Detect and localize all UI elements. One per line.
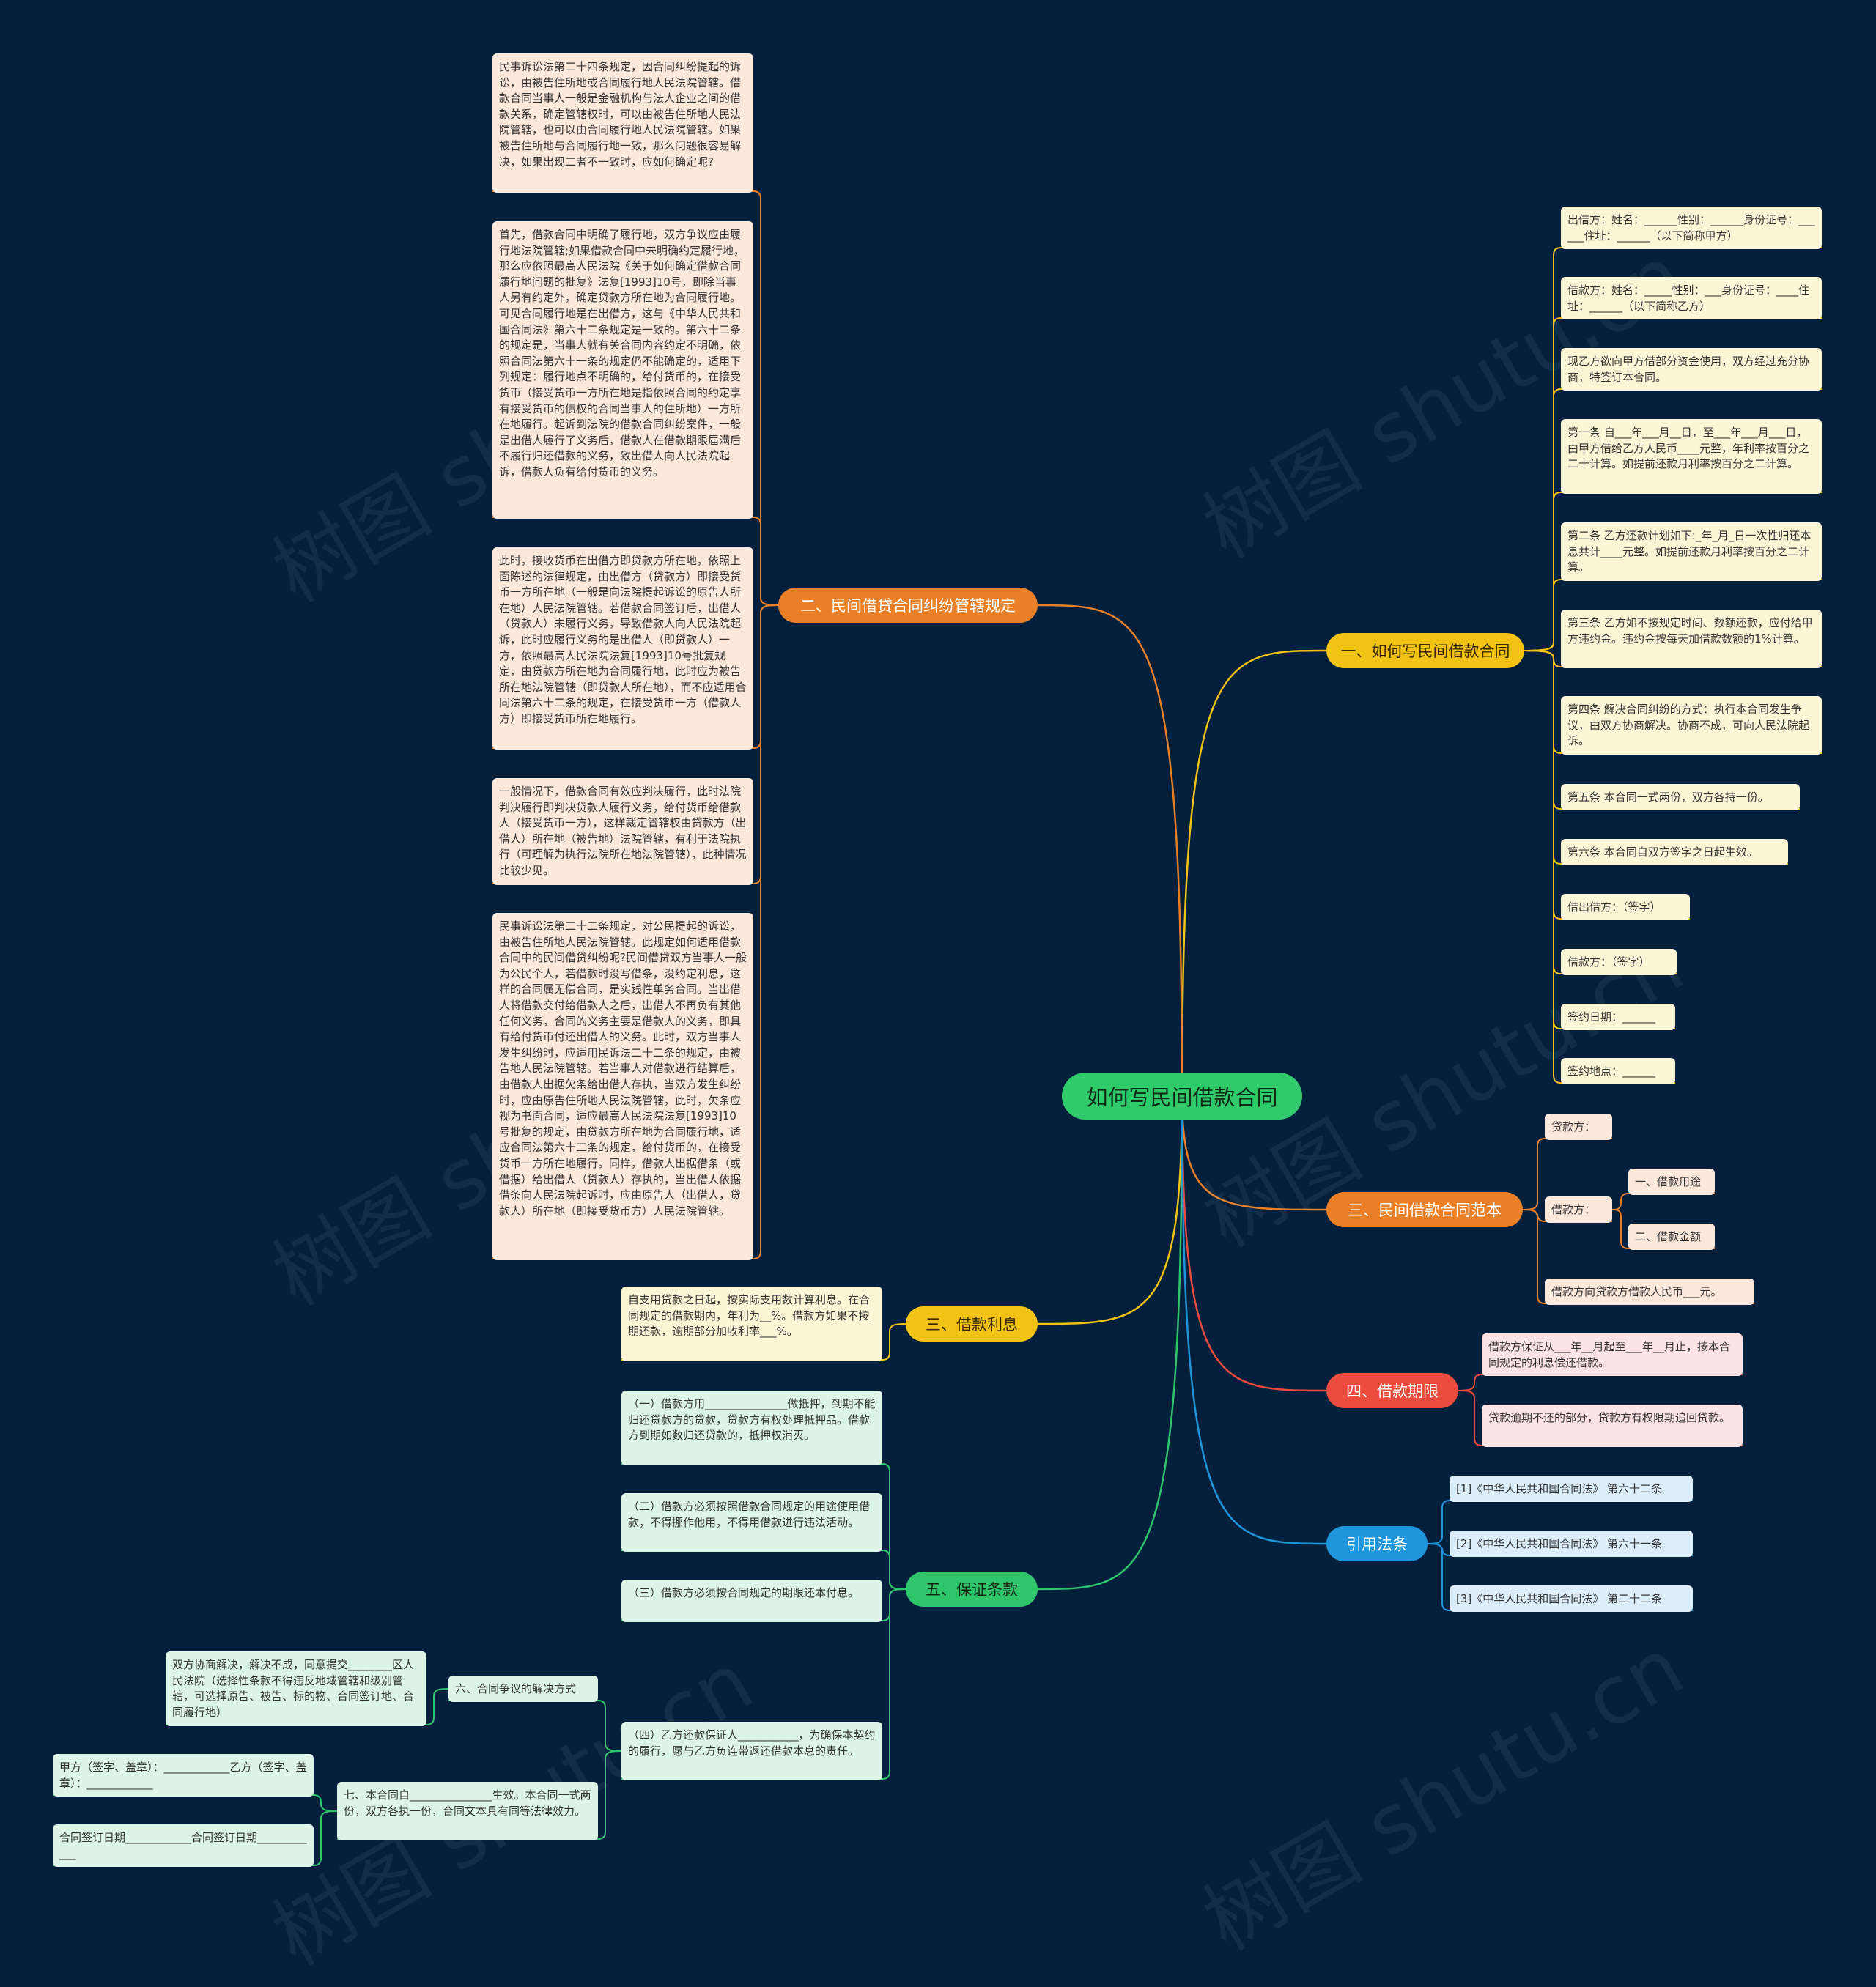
connector-line — [882, 1550, 906, 1590]
branch-contract-template[interactable]: 三、民间借款合同范本 — [1326, 1192, 1523, 1227]
connector-line — [1458, 1390, 1482, 1446]
branch-loan-term[interactable]: 四、借款期限 — [1326, 1373, 1458, 1408]
leaf-b7-1: [2]《中华人民共和国合同法》 第六十一条 — [1450, 1531, 1693, 1557]
leaf-b6-sub7-1: 合同签订日期____________合同签订日期____________ — [53, 1824, 314, 1867]
connector-line — [1181, 1095, 1327, 1545]
connector-line — [753, 517, 779, 606]
leaf-b2-1: 首先，借款合同中明确了履行地，双方争议应由履行地法院管辖;如果借款合同中未明确约… — [492, 221, 753, 519]
connector-line — [1524, 247, 1562, 651]
leaf-b3-2: 借款方向贷款方借款人民币___元。 — [1545, 1279, 1754, 1305]
leaf-b3-sub-1: 二、借款金额 — [1628, 1224, 1715, 1250]
leaf-b6-3: （四）乙方还款保证人___________，为确保本契约的履行，愿与乙方负连带返… — [621, 1722, 882, 1780]
leaf-b1-9: 借出借方：（签字） — [1561, 894, 1690, 920]
connector-line — [1524, 650, 1562, 810]
leaf-b2-0: 民事诉讼法第二十四条规定，因合同纠纷提起的诉讼，由被告住所地或合同履行地人民法院… — [492, 53, 753, 193]
leaf-b2-3: 一般情况下，借款合同有效应判决履行，此时法院判决履行即判决贷款人履行义务，给付货… — [492, 778, 753, 885]
connector-line — [882, 1588, 906, 1780]
connector-line — [1181, 1095, 1327, 1392]
connector-line — [1522, 1138, 1546, 1210]
branch-cited-laws[interactable]: 引用法条 — [1326, 1526, 1428, 1561]
connector-line — [1037, 1095, 1183, 1325]
connector-line — [882, 1463, 906, 1590]
leaf-b5-0: 借款方保证从___年__月起至___年__月止，按本合同规定的利息偿还借款。 — [1482, 1333, 1743, 1376]
connector-line — [1427, 1543, 1450, 1611]
connector-line — [1524, 650, 1562, 754]
connector-line — [313, 1794, 338, 1812]
leaf-b6-sub6-label: 六、合同争议的解决方式 — [448, 1676, 598, 1702]
leaf-b6-1: （二）借款方必须按照借款合同规定的用途使用借款，不得挪作他用，不得用借款进行违法… — [621, 1493, 882, 1552]
connector-line — [1524, 650, 1562, 667]
leaf-b2-4: 民事诉讼法第二十二条规定，对公民提起的诉讼，由被告住所地人民法院管辖。此规定如何… — [492, 913, 753, 1260]
leaf-b1-6: 第四条 解决合同纠纷的方式：执行本合同发生争议，由双方协商解决。协商不成，可向人… — [1561, 696, 1822, 755]
connector-line — [1037, 604, 1183, 1097]
connector-line — [313, 1810, 338, 1866]
connector-line — [426, 1688, 449, 1725]
connector-line — [597, 1750, 622, 1840]
leaf-b1-8: 第六条 本合同自双方签字之日起生效。 — [1561, 839, 1788, 865]
connector-line — [1524, 388, 1562, 651]
connector-line — [753, 604, 779, 884]
branch-jurisdiction[interactable]: 二、民间借贷合同纠纷管辖规定 — [778, 588, 1038, 623]
root-topic[interactable]: 如何写民间借款合同 — [1062, 1073, 1302, 1120]
connector-line — [1524, 650, 1562, 1084]
connector-line — [1522, 1209, 1546, 1304]
leaf-b6-2: （三）借款方必须按合同规定的期限还本付息。 — [621, 1580, 882, 1622]
leaf-b1-1: 借款方：姓名：_____性别：___身份证号：____住址：______（以下简… — [1561, 277, 1822, 319]
leaf-b1-12: 签约地点：______ — [1561, 1058, 1675, 1084]
leaf-b6-sub6-text: 双方协商解决，解决不成，同意提交________区人民法院（选择性条款不得违反地… — [166, 1651, 426, 1726]
leaf-b1-3: 第一条 自___年___月__日，至___年___月___日，由甲方借给乙方人民… — [1561, 419, 1822, 494]
connector-line — [882, 1588, 906, 1621]
connector-line — [1524, 317, 1562, 651]
leaf-b6-sub7-0: 甲方（签字、盖章）：____________乙方（签字、盖章）：________… — [53, 1754, 314, 1797]
leaf-b7-2: [3]《中华人民共和国合同法》 第二十二条 — [1450, 1585, 1693, 1612]
leaf-b1-11: 签约日期：______ — [1561, 1004, 1675, 1030]
connector-line — [597, 1700, 622, 1752]
connector-line — [1181, 649, 1327, 1097]
connector-line — [1037, 1095, 1183, 1591]
connector-line — [1524, 492, 1562, 651]
connector-line — [1611, 1209, 1629, 1249]
leaf-b3-sub-0: 一、借款用途 — [1628, 1169, 1715, 1195]
leaf-b4-0: 自支用贷款之日起，按实际支用数计算利息。在合同规定的借款期内，年利为__%。借款… — [621, 1287, 882, 1361]
connector-line — [882, 1323, 906, 1361]
connector-line — [1524, 579, 1562, 651]
leaf-b7-0: [1]《中华人民共和国合同法》 第六十二条 — [1450, 1476, 1693, 1502]
connector-line — [1524, 650, 1562, 974]
connector-line — [1427, 1500, 1450, 1544]
connector-line — [1458, 1374, 1482, 1391]
leaf-b3-1: 借款方： — [1545, 1196, 1612, 1223]
leaf-b2-2: 此时，接收货币在出借方即贷款方所在地，依照上面陈述的法律规定，由出借方（贷款方）… — [492, 547, 753, 750]
connector-line — [1611, 1193, 1629, 1210]
connector-line — [1524, 650, 1562, 865]
leaf-b1-2: 现乙方欲向甲方借部分资金使用，双方经过充分协商，特签订本合同。 — [1561, 348, 1822, 391]
leaf-b6-0: （一）借款方用_______________做抵押，到期不能归还贷款方的贷款，贷… — [621, 1391, 882, 1465]
connector-line — [753, 604, 779, 749]
branch-interest[interactable]: 三、借款利息 — [906, 1306, 1038, 1342]
connector-line — [1524, 650, 1562, 920]
connector-line — [753, 190, 779, 606]
leaf-b6-sub7-label: 七、本合同自_______________生效。本合同一式两份，双方各执一份，合… — [337, 1782, 598, 1840]
connector-line — [753, 604, 779, 1259]
leaf-b3-0: 贷款方： — [1545, 1114, 1612, 1140]
leaf-b5-1: 贷款逾期不还的部分，贷款方有权限期追回贷款。 — [1482, 1405, 1743, 1447]
leaf-b1-7: 第五条 本合同一式两份，双方各持一份。 — [1561, 784, 1800, 810]
branch-guarantee[interactable]: 五、保证条款 — [906, 1572, 1038, 1607]
leaf-b1-10: 借款方：（签字） — [1561, 949, 1677, 975]
leaf-b1-0: 出借方：姓名：______性别：______身份证号：______住址：____… — [1561, 207, 1822, 249]
connector-line — [1181, 1095, 1327, 1211]
leaf-b1-5: 第三条 乙方如不按规定时间、数额还款，应付给甲方违约金。违约金按每天加借款数额的… — [1561, 610, 1822, 668]
leaf-b1-4: 第二条 乙方还款计划如下:_年_月_日一次性归还本息共计____元整。如提前还款… — [1561, 522, 1822, 581]
branch-how-to-write[interactable]: 一、如何写民间借款合同 — [1326, 633, 1524, 668]
